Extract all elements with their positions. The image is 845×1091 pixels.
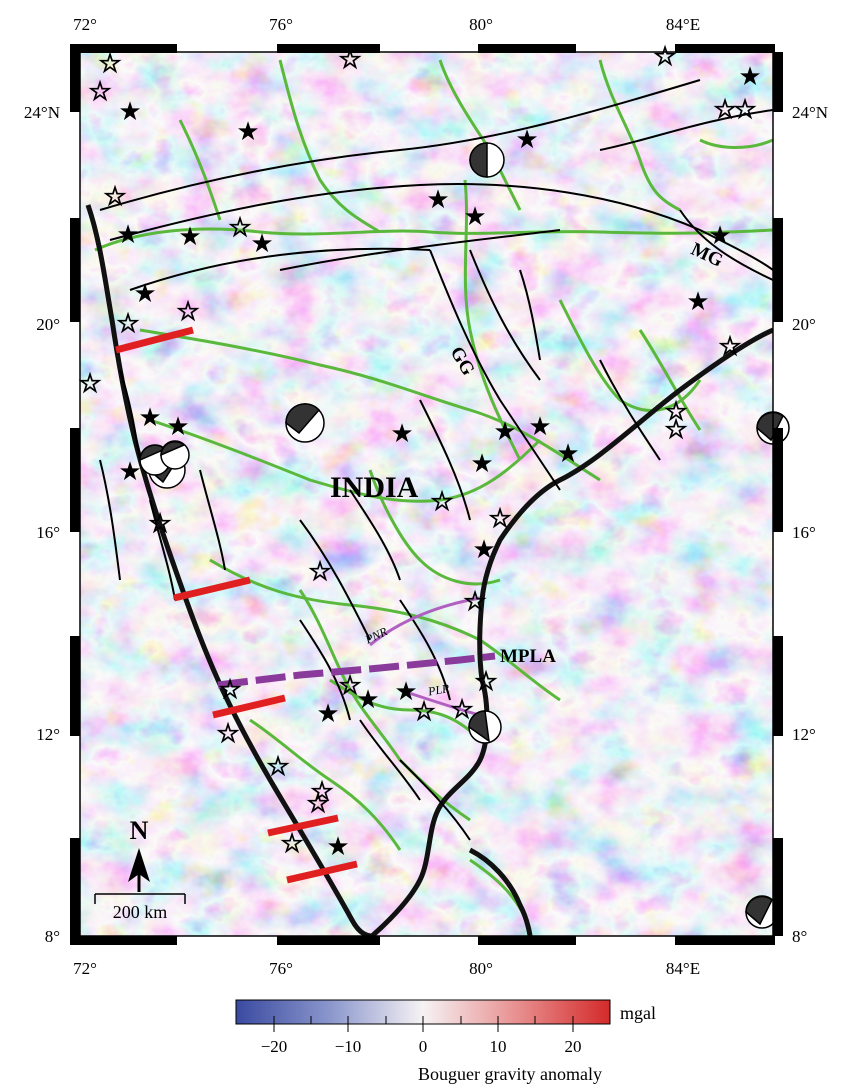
svg-text:★: ★ <box>356 685 379 714</box>
lon-tick: 84°E <box>666 15 700 34</box>
svg-text:☆: ☆ <box>216 719 239 748</box>
colorbar-tick: 10 <box>490 1037 507 1056</box>
lon-tick: 76° <box>269 959 293 978</box>
lon-tick: 72° <box>73 959 97 978</box>
rivers <box>94 59 773 931</box>
colorbar-tick: −10 <box>335 1037 362 1056</box>
north-arrow: N <box>128 816 150 892</box>
svg-text:★: ★ <box>738 62 761 91</box>
lat-tick: 16° <box>792 523 816 542</box>
svg-text:★: ★ <box>686 287 709 316</box>
svg-text:★: ★ <box>166 412 189 441</box>
svg-text:★: ★ <box>463 202 486 231</box>
colorbar-legend: mgal −20 −10 0 10 20 Bouguer gravity ano… <box>235 999 656 1084</box>
lon-tick: 76° <box>269 15 293 34</box>
svg-text:☆: ☆ <box>412 697 435 726</box>
profile-lines <box>115 326 496 884</box>
svg-text:★: ★ <box>470 449 493 478</box>
svg-text:☆: ☆ <box>280 829 303 858</box>
country-label: INDIA <box>330 471 419 504</box>
colorbar-unit: mgal <box>620 1003 656 1023</box>
svg-text:☆: ☆ <box>474 667 497 696</box>
svg-text:★: ★ <box>316 699 339 728</box>
svg-text:☆: ☆ <box>98 49 121 78</box>
gravity-anomaly-raster <box>80 52 773 936</box>
lon-ticks-top: 72° 76° 80° 84°E <box>73 15 700 34</box>
lon-tick: 72° <box>73 15 97 34</box>
svg-text:★: ★ <box>390 419 413 448</box>
lat-tick: 24°N <box>792 103 828 122</box>
svg-text:☆: ☆ <box>664 415 687 444</box>
colorbar-tick: −20 <box>261 1037 288 1056</box>
svg-text:☆: ☆ <box>653 42 676 71</box>
svg-text:★: ★ <box>118 457 141 486</box>
lat-ticks-right: 24°N 20° 16° 12° 8° <box>792 103 828 946</box>
svg-text:★: ★ <box>326 832 349 861</box>
svg-text:★: ★ <box>528 412 551 441</box>
svg-text:☆: ☆ <box>218 675 241 704</box>
faults <box>99 79 773 841</box>
svg-text:☆: ☆ <box>718 332 741 361</box>
svg-text:☆: ☆ <box>463 587 486 616</box>
lon-tick: 84°E <box>666 959 700 978</box>
lat-ticks-left: 24°N 20° 16° 12° 8° <box>24 103 60 946</box>
lat-tick: 20° <box>792 315 816 334</box>
lat-tick: 20° <box>36 315 60 334</box>
north-arrow-label: N <box>130 816 149 845</box>
lon-tick: 80° <box>469 959 493 978</box>
lon-tick: 80° <box>469 15 493 34</box>
colorbar-tick: 0 <box>419 1037 428 1056</box>
scale-bar: 200 km <box>94 893 186 922</box>
lon-ticks-bottom: 72° 76° 80° 84°E <box>73 959 700 978</box>
svg-text:★: ★ <box>116 220 139 249</box>
svg-text:★: ★ <box>708 221 731 250</box>
svg-text:★: ★ <box>426 185 449 214</box>
svg-text:★: ★ <box>236 117 259 146</box>
svg-text:☆: ☆ <box>103 182 126 211</box>
svg-text:☆: ☆ <box>228 213 251 242</box>
lat-tick: 8° <box>792 927 807 946</box>
svg-text:★: ★ <box>556 439 579 468</box>
svg-text:☆: ☆ <box>88 77 111 106</box>
earthquake-markers: ★ ★ ★ ★ ★ ★ ★ ★ ★ ★ ★ ★ ★ ★ ★ ★ ★ ★ ★ ★ … <box>78 42 762 862</box>
svg-text:★: ★ <box>394 677 417 706</box>
svg-text:☆: ☆ <box>430 487 453 516</box>
svg-text:☆: ☆ <box>266 752 289 781</box>
svg-text:★: ★ <box>178 222 201 251</box>
svg-text:★: ★ <box>133 279 156 308</box>
svg-text:☆: ☆ <box>176 297 199 326</box>
focal-mechanisms <box>139 142 790 929</box>
svg-text:☆: ☆ <box>308 557 331 586</box>
svg-text:★: ★ <box>118 97 141 126</box>
svg-text:☆: ☆ <box>338 671 361 700</box>
lat-tick: 12° <box>792 725 816 744</box>
svg-text:☆: ☆ <box>148 509 171 538</box>
svg-text:★: ★ <box>250 229 273 258</box>
lat-tick: 24°N <box>24 103 60 122</box>
coastline <box>85 204 773 936</box>
svg-text:☆: ☆ <box>306 789 329 818</box>
lat-tick: 12° <box>36 725 60 744</box>
colorbar-tick: 20 <box>565 1037 582 1056</box>
plr-label: PLR <box>426 681 451 699</box>
svg-text:★: ★ <box>493 417 516 446</box>
svg-text:★: ★ <box>138 403 161 432</box>
mpla-label: MPLA <box>500 646 556 667</box>
lat-tick: 8° <box>45 927 60 946</box>
lat-tick: 16° <box>36 523 60 542</box>
map-frame <box>70 44 783 945</box>
svg-text:★: ★ <box>472 535 495 564</box>
svg-text:★: ★ <box>515 125 538 154</box>
svg-text:☆: ☆ <box>310 777 333 806</box>
scale-bar-label: 200 km <box>113 902 168 922</box>
svg-text:☆: ☆ <box>664 397 687 426</box>
svg-text:☆: ☆ <box>713 95 736 124</box>
svg-text:☆: ☆ <box>488 504 511 533</box>
svg-text:☆: ☆ <box>733 95 756 124</box>
svg-text:☆: ☆ <box>450 695 473 724</box>
svg-text:☆: ☆ <box>78 369 101 398</box>
svg-text:☆: ☆ <box>116 309 139 338</box>
colorbar-title: Bouguer gravity anomaly <box>418 1064 602 1084</box>
